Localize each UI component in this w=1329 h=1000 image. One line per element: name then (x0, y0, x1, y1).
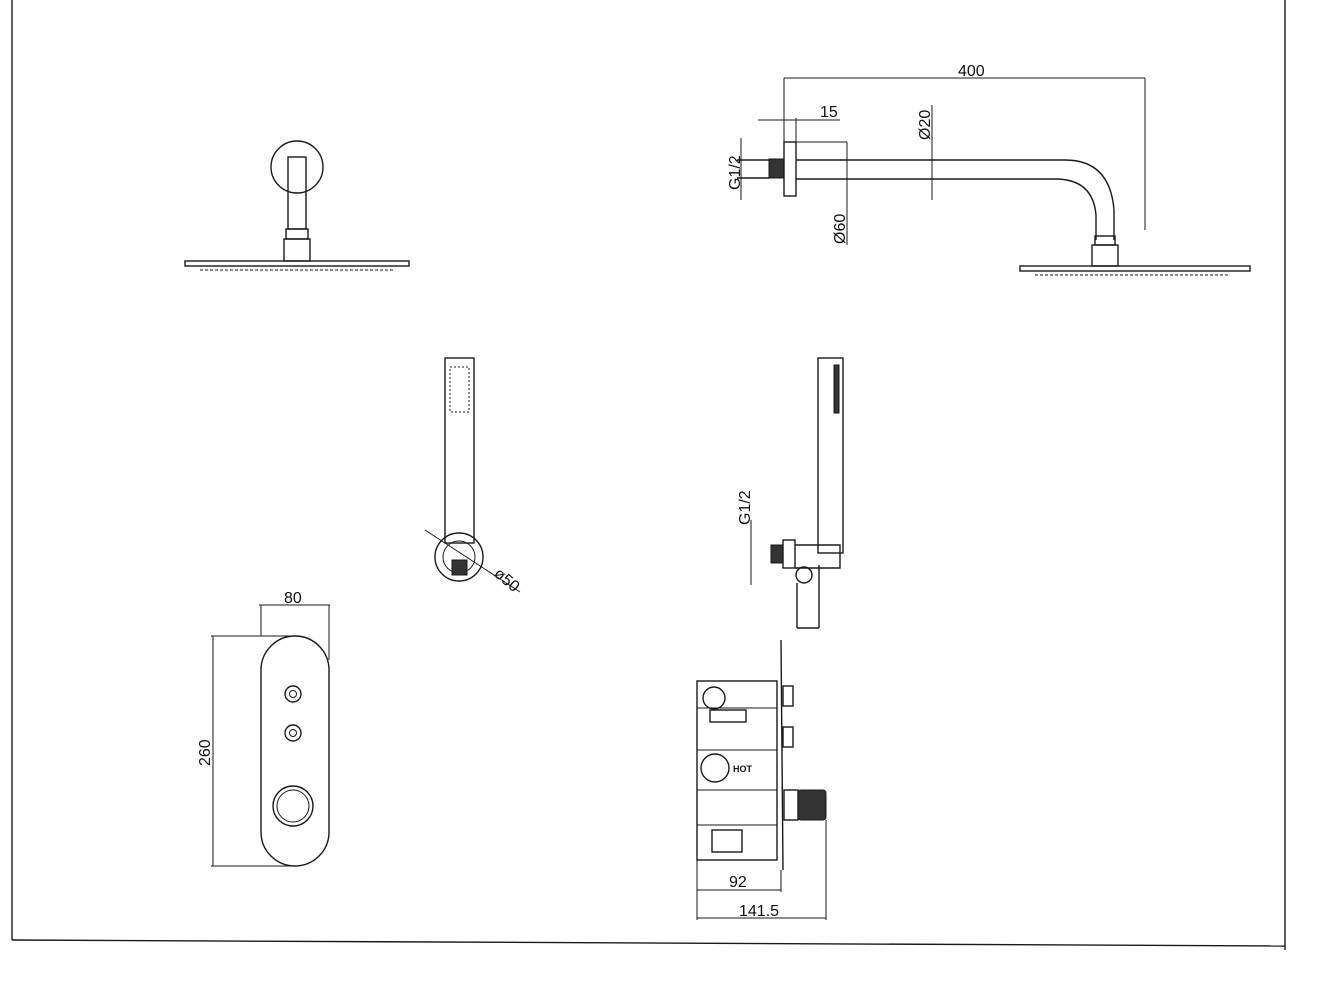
dim-diameter-20: Ø20 (917, 110, 934, 140)
hand-shower-front-view: ø50 (424, 357, 523, 596)
dim-80: 80 (284, 590, 302, 607)
dim-thread-g12: G1/2 (727, 155, 744, 190)
dim-15: 15 (820, 104, 838, 121)
dim-diameter-50: ø50 (490, 565, 522, 596)
shower-head-front-view (184, 140, 410, 271)
hand-shower-side-view: G1/2 (737, 357, 844, 629)
valve-front-view: 80 260 (197, 590, 330, 867)
hot-label: HOT (733, 764, 753, 774)
dim-400: 400 (958, 63, 985, 80)
drawing-frame (11, 0, 1286, 950)
valve-side-view: HOT 92 141.5 (696, 639, 827, 920)
dim-260: 260 (197, 739, 214, 766)
dim-thread-g12-hand: G1/2 (737, 490, 754, 525)
dim-92: 92 (729, 874, 747, 891)
dim-141-5: 141.5 (739, 903, 779, 920)
dim-diameter-60: Ø60 (832, 214, 849, 244)
shower-head-side-view: 400 15 Ø60 Ø20 G1/2 (727, 63, 1251, 276)
